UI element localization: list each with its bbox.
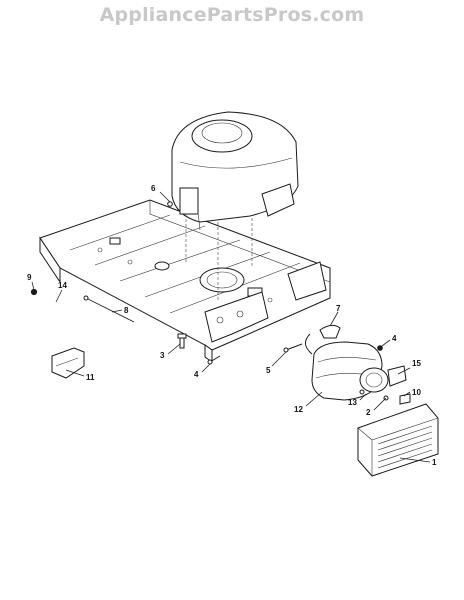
engine bbox=[171, 111, 299, 300]
callout-15: 15 bbox=[412, 359, 421, 368]
callout-11: 11 bbox=[86, 373, 95, 382]
callout-7: 7 bbox=[336, 304, 341, 313]
callout-14: 14 bbox=[58, 281, 67, 290]
callout-9: 9 bbox=[27, 273, 32, 282]
callout-labels: 1 2 3 4 4 5 6 7 8 9 10 11 12 13 14 15 bbox=[27, 184, 437, 467]
callout-2: 2 bbox=[366, 408, 371, 417]
callout-13: 13 bbox=[348, 398, 357, 407]
site-watermark: AppliancePartsPros.com bbox=[99, 4, 365, 26]
callout-1: 1 bbox=[432, 458, 437, 467]
callout-4-frame: 4 bbox=[194, 370, 199, 379]
leader-lines bbox=[31, 191, 431, 463]
heat-shield bbox=[357, 403, 439, 477]
hardware bbox=[30, 201, 389, 401]
callout-6: 6 bbox=[151, 184, 156, 193]
callout-3: 3 bbox=[160, 351, 165, 360]
callout-10: 10 bbox=[412, 388, 421, 397]
callout-12: 12 bbox=[294, 405, 303, 414]
chassis-frame bbox=[39, 199, 331, 363]
muffler bbox=[305, 324, 411, 405]
callout-8: 8 bbox=[124, 306, 129, 315]
callout-4-muffler: 4 bbox=[392, 334, 397, 343]
callout-5: 5 bbox=[266, 366, 271, 375]
